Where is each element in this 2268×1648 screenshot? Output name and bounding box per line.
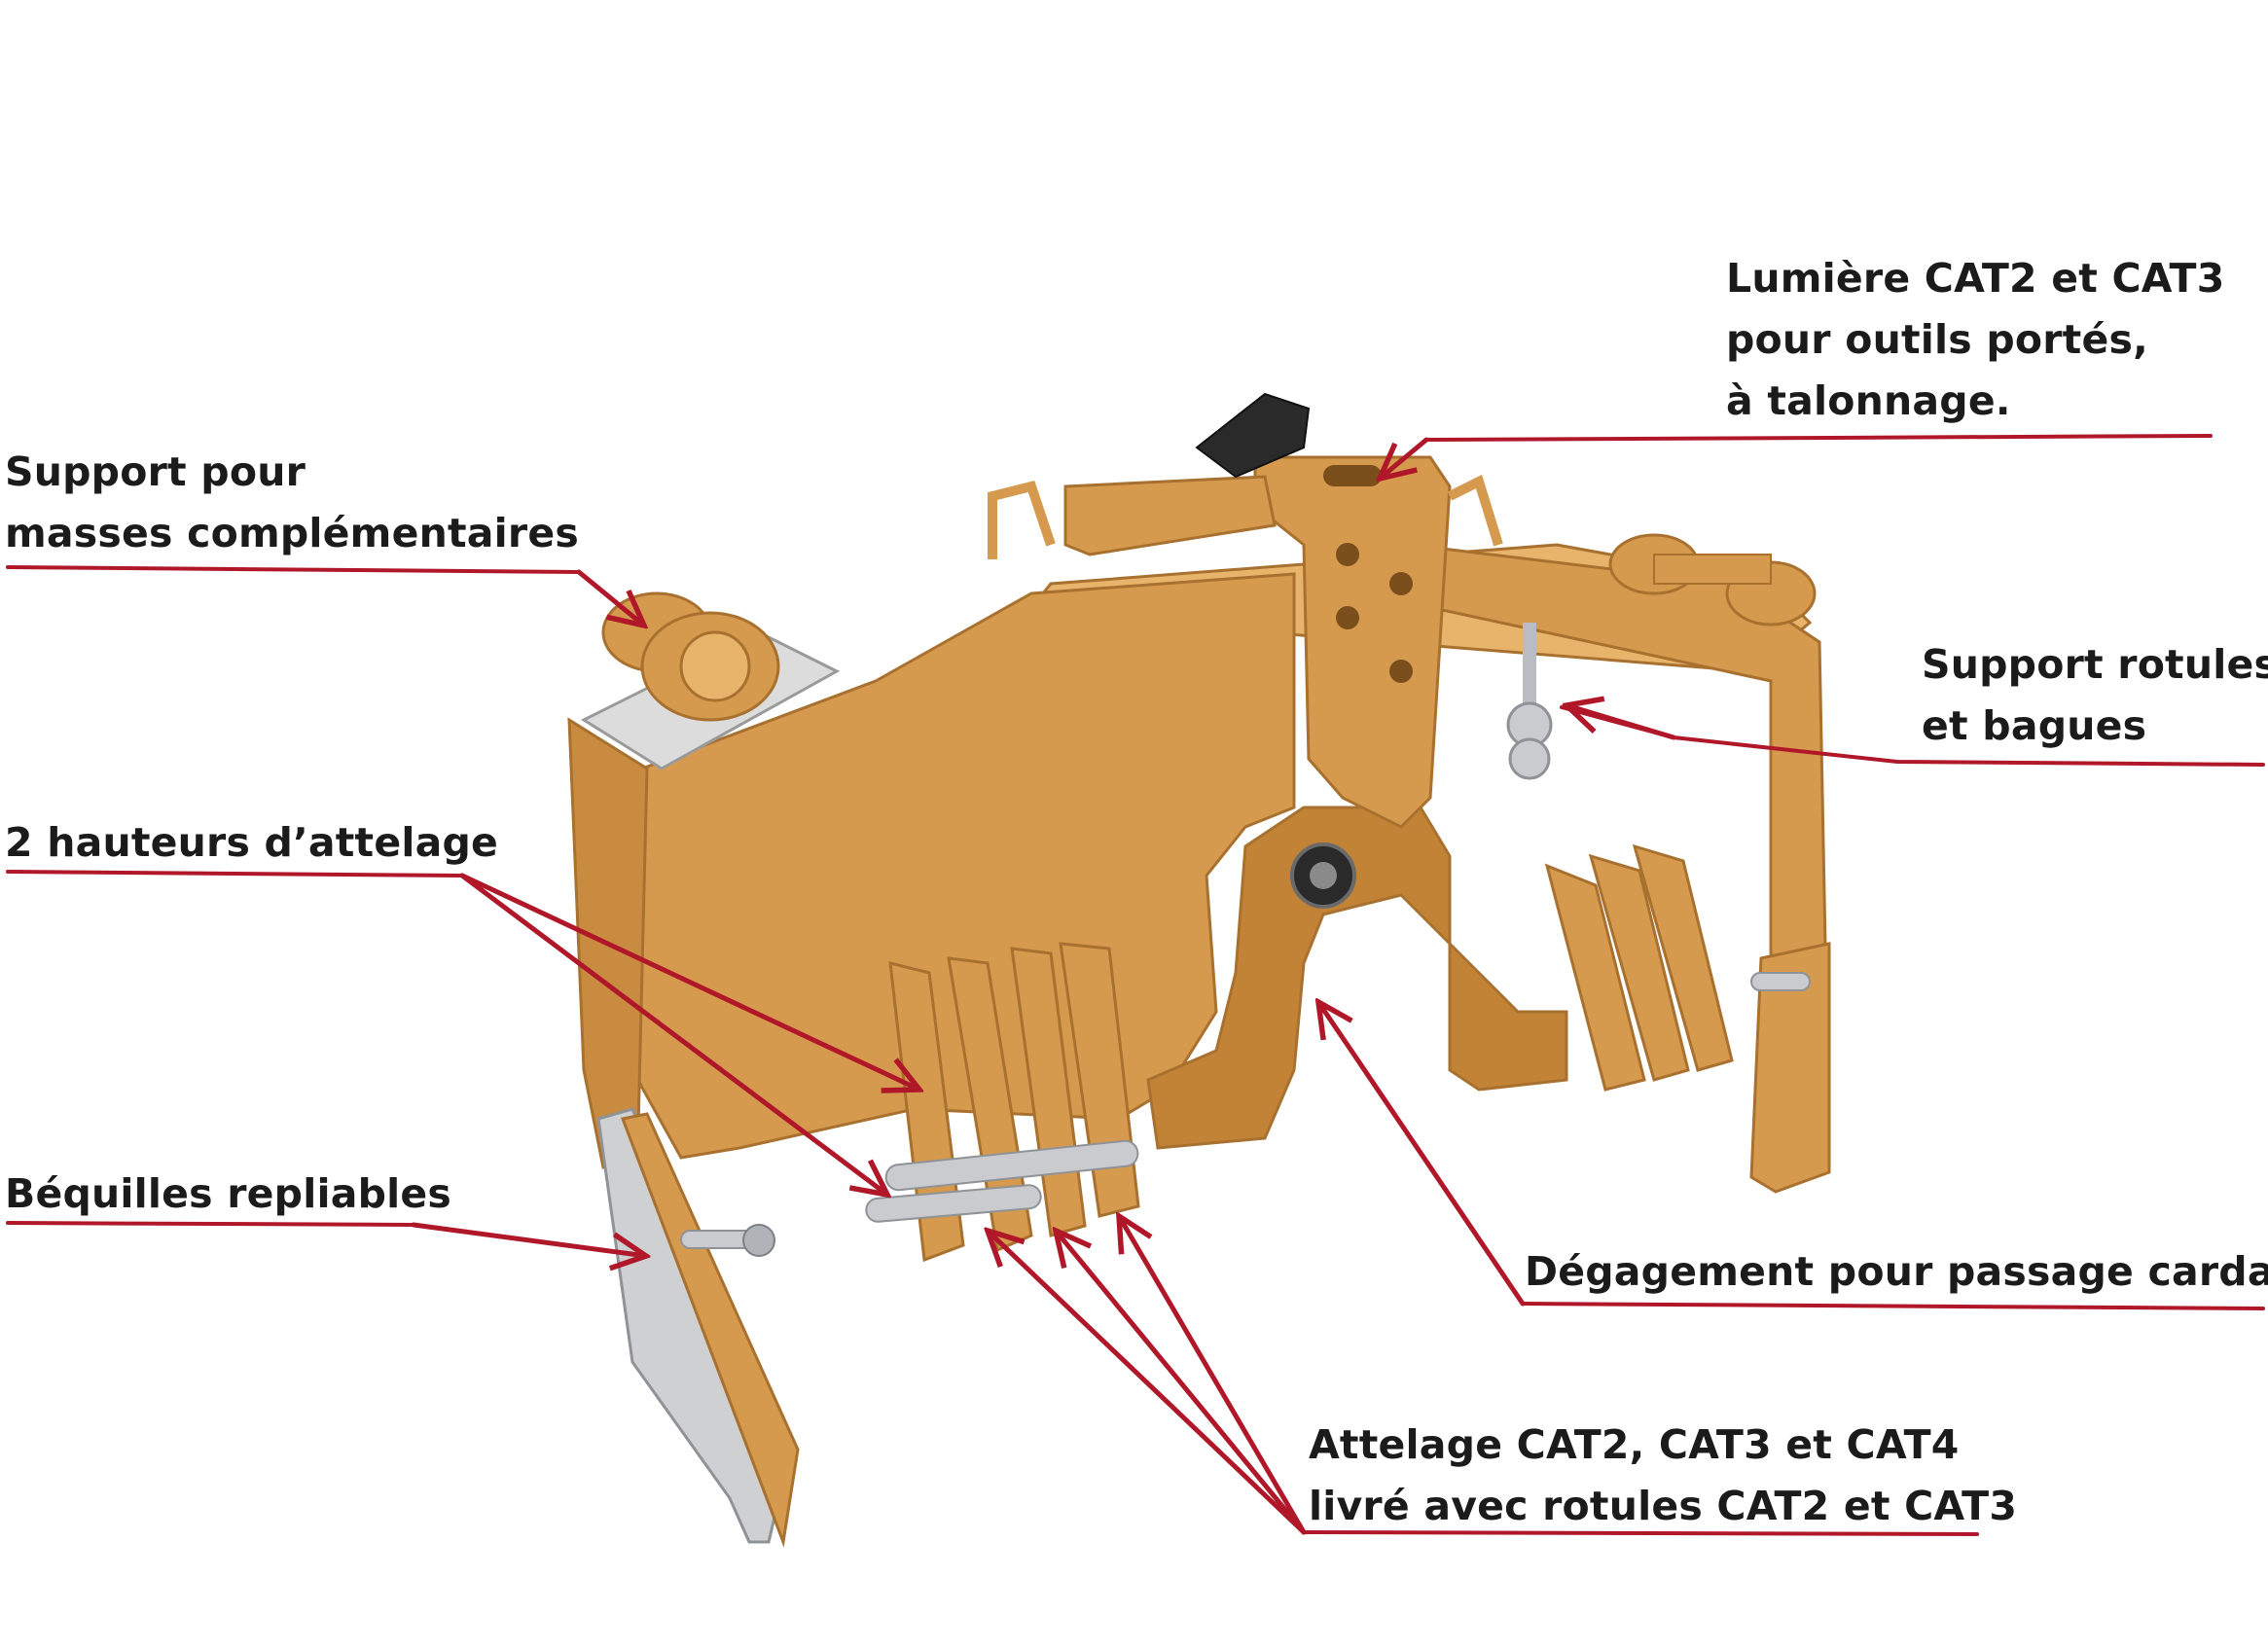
pto-bearing-center <box>1310 862 1337 889</box>
callout-line: Attelage CAT2, CAT3 et CAT4 <box>1309 1421 1960 1468</box>
callout-attelage: Attelage CAT2, CAT3 et CAT4 livré avec r… <box>1309 1415 2017 1537</box>
arrow-degagement <box>1318 1002 1526 1307</box>
rubber-stop <box>1195 392 1311 479</box>
callout-line: Dégagement pour passage cardan <box>1525 1248 2268 1295</box>
lift-handle-right <box>1447 474 1503 547</box>
callout-line: pour outils portés, <box>1726 316 2148 363</box>
callout-arrows <box>411 437 1676 1535</box>
arrow-attelage-1 <box>988 1231 1307 1535</box>
mast-hole <box>1389 572 1413 595</box>
top-link-mast <box>1253 455 1452 829</box>
ball-joint-storage <box>1506 623 1553 780</box>
underline-lumiere <box>1424 434 2213 442</box>
callout-line: livré avec rotules CAT2 et CAT3 <box>1309 1483 2018 1529</box>
folding-stand-left <box>596 1107 800 1548</box>
lift-handle-left <box>988 481 1056 559</box>
hitch-frame-machine <box>567 392 1831 1548</box>
callout-lumiere: Lumière CAT2 et CAT3 pour outils portés,… <box>1726 248 2224 432</box>
callout-line: et bagues <box>1922 702 2147 749</box>
callout-degagement: Dégagement pour passage cardan <box>1525 1241 2268 1303</box>
frame-main-plate <box>630 572 1296 1160</box>
mast-hole <box>1336 543 1359 566</box>
arrow-bequilles <box>411 1222 646 1256</box>
underline-attelage <box>1302 1530 1979 1536</box>
callout-line: masses complémentaires <box>5 510 579 556</box>
arrow-attelage-3 <box>1119 1216 1307 1535</box>
callout-line: Béquilles repliables <box>5 1170 452 1217</box>
callout-hauteurs: 2 hauteurs d’attelage <box>5 812 498 874</box>
folding-stand-right <box>1749 942 1831 1194</box>
arrow-lumiere <box>1380 437 1429 479</box>
arrow-rotules <box>1566 705 1676 740</box>
mast-hole <box>1336 606 1359 629</box>
underline-support-masses <box>6 565 581 574</box>
arrow-attelage-2 <box>1056 1231 1307 1535</box>
underline-bequilles <box>6 1221 415 1227</box>
arrow-support-masses <box>576 569 644 626</box>
callout-support-rotules: Support rotules et bagues <box>1922 634 2268 757</box>
callout-line: Lumière CAT2 et CAT3 <box>1726 255 2225 302</box>
callout-support-masses: Support pour masses complémentaires <box>5 442 579 564</box>
cardan-clearance <box>1146 806 1568 1150</box>
underline-hauteurs <box>6 870 464 878</box>
callout-line: Support rotules <box>1922 641 2268 688</box>
mast-hole <box>1389 660 1413 683</box>
callout-line: 2 hauteurs d’attelage <box>5 819 499 866</box>
callout-bequilles: Béquilles repliables <box>5 1164 451 1225</box>
weight-support-right <box>1608 533 1817 627</box>
callout-line: Support pour <box>5 448 306 495</box>
weight-support <box>601 591 780 722</box>
lower-link-plates-left <box>865 942 1140 1263</box>
lower-link-plates-right <box>1544 843 1734 1092</box>
callout-line: à talonnage. <box>1726 377 2011 424</box>
arrow-hauteurs-upper <box>459 873 919 1090</box>
underline-degagement <box>1521 1302 2265 1310</box>
cat-slot <box>1323 465 1382 486</box>
arrow-hauteurs-lower <box>459 873 887 1195</box>
top-link-bracket <box>1063 475 1277 556</box>
